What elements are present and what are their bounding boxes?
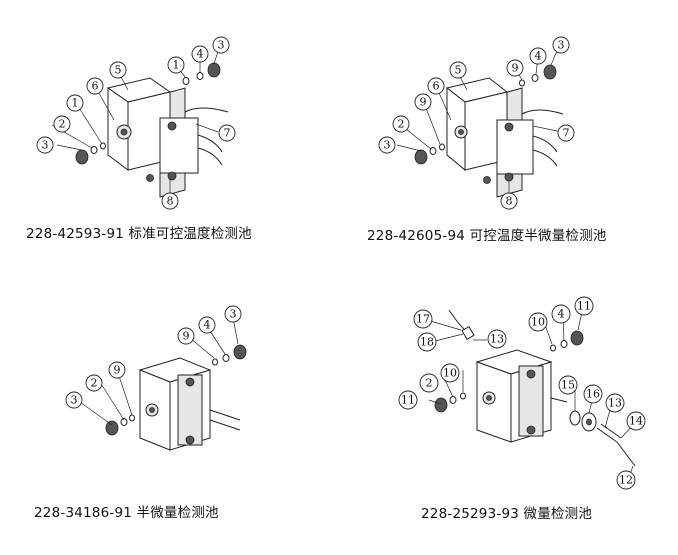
callout-10b: 10 (440, 363, 460, 383)
callout-16: 16 (583, 384, 603, 404)
svg-text:3: 3 (230, 308, 237, 321)
callouts-micro-cell: 17 18 13 10 4 11 11 2 10 15 16 13 14 12 (398, 296, 646, 490)
callout-9b: 9 (177, 327, 195, 345)
callout-7: 7 (557, 124, 575, 142)
exploded-view-standard-cell: 1 1 2 3 3 4 5 6 7 8 (36, 36, 236, 210)
exploded-view-semi-micro-temp-cell: 9 9 2 3 3 4 5 6 7 8 (378, 36, 575, 210)
callout-3a: 3 (378, 136, 396, 154)
svg-text:4: 4 (197, 48, 204, 61)
svg-text:9: 9 (420, 96, 427, 109)
callout-1b: 1 (167, 56, 185, 74)
callout-5: 5 (109, 61, 127, 79)
exploded-view-micro-cell: 17 18 13 10 4 11 11 2 10 15 16 13 14 12 (398, 296, 646, 490)
callout-3b: 3 (212, 36, 230, 54)
svg-text:8: 8 (167, 195, 174, 208)
callout-4: 4 (198, 316, 216, 334)
svg-text:17: 17 (416, 313, 430, 326)
callout-2: 2 (85, 374, 103, 392)
svg-text:9: 9 (512, 62, 519, 75)
svg-text:3: 3 (384, 139, 391, 152)
svg-text:10: 10 (443, 367, 457, 380)
svg-text:12: 12 (619, 474, 633, 487)
svg-text:8: 8 (506, 195, 513, 208)
diagram-panel-semi-micro-cell: 3 2 9 9 4 3 228-34186-91 半微量检测池 (0, 270, 339, 555)
callout-15: 15 (558, 375, 578, 395)
callout-8: 8 (161, 192, 179, 210)
callout-2: 2 (53, 115, 71, 133)
svg-text:18: 18 (420, 336, 434, 349)
callout-9b: 9 (506, 59, 524, 77)
svg-text:3: 3 (558, 39, 565, 52)
svg-text:9: 9 (183, 330, 190, 343)
callout-14: 14 (626, 411, 646, 431)
callout-10a: 10 (528, 312, 548, 332)
diagram-panel-micro-cell: 17 18 13 10 4 11 11 2 10 15 16 13 14 12 … (339, 270, 678, 555)
panel-caption: 228-42593-91 标准可控温度检测池 (26, 226, 252, 242)
svg-text:1: 1 (173, 59, 180, 72)
callout-9a: 9 (108, 361, 126, 379)
callout-1a: 1 (66, 94, 84, 112)
svg-text:7: 7 (563, 127, 570, 140)
exploded-view-semi-micro-cell: 3 2 9 9 4 3 (65, 305, 247, 451)
callout-6: 6 (86, 77, 104, 95)
svg-text:1: 1 (72, 97, 79, 110)
diagram-panel-standard-cell: 1 1 2 3 3 4 5 6 7 8 228-42593-91 标准可控温度检… (0, 0, 339, 270)
callout-3a: 3 (65, 391, 83, 409)
callout-4: 4 (551, 304, 571, 324)
svg-text:4: 4 (204, 319, 211, 332)
svg-text:11: 11 (401, 394, 415, 407)
callout-3a: 3 (36, 136, 54, 154)
callout-8: 8 (500, 192, 518, 210)
callout-11a: 11 (574, 296, 594, 316)
callout-6: 6 (427, 77, 445, 95)
svg-text:2: 2 (426, 377, 433, 390)
svg-text:11: 11 (577, 300, 591, 313)
nut-left (75, 149, 89, 165)
callout-9a: 9 (414, 93, 432, 111)
svg-text:4: 4 (558, 308, 565, 321)
callout-2: 2 (419, 373, 439, 393)
svg-text:2: 2 (398, 118, 405, 131)
callout-5: 5 (449, 61, 467, 79)
callout-3b: 3 (552, 36, 570, 54)
svg-text:3: 3 (71, 394, 78, 407)
diagram-panel-semi-micro-temp-cell: 9 9 2 3 3 4 5 6 7 8 228-42605-94 可控温度半微量… (339, 0, 678, 270)
callout-4: 4 (191, 45, 209, 63)
svg-text:13: 13 (490, 333, 504, 346)
svg-text:3: 3 (218, 39, 225, 52)
svg-text:15: 15 (561, 379, 575, 392)
panel-caption: 228-34186-91 半微量检测池 (34, 505, 219, 521)
svg-text:14: 14 (629, 415, 643, 428)
svg-text:2: 2 (91, 377, 98, 390)
svg-text:7: 7 (224, 127, 231, 140)
callout-13b: 13 (605, 393, 625, 413)
callouts-semi-micro-cell: 3 2 9 9 4 3 (65, 305, 242, 409)
callouts-standard-cell: 1 1 2 3 3 4 5 6 7 8 (36, 36, 236, 210)
svg-text:9: 9 (114, 364, 121, 377)
callout-4: 4 (529, 47, 547, 65)
svg-text:13: 13 (608, 397, 622, 410)
callout-11b: 11 (398, 390, 418, 410)
callout-12: 12 (616, 470, 636, 490)
callout-7: 7 (218, 124, 236, 142)
callout-3b: 3 (224, 305, 242, 323)
callouts-semi-micro-temp-cell: 9 9 2 3 3 4 5 6 7 8 (378, 36, 575, 210)
svg-text:3: 3 (42, 139, 49, 152)
callout-13a: 13 (487, 329, 507, 349)
svg-text:16: 16 (586, 388, 600, 401)
heater-housing (159, 117, 199, 174)
svg-text:6: 6 (92, 80, 99, 93)
svg-text:5: 5 (455, 64, 462, 77)
panel-caption: 228-25293-93 微量检测池 (421, 506, 593, 522)
svg-text:5: 5 (115, 64, 122, 77)
panel-caption: 228-42605-94 可控温度半微量检测池 (367, 228, 607, 244)
callout-2: 2 (392, 115, 410, 133)
callout-17: 17 (413, 309, 433, 329)
svg-text:10: 10 (531, 316, 545, 329)
svg-text:6: 6 (433, 80, 440, 93)
callout-18: 18 (417, 332, 437, 352)
nut-right (207, 62, 221, 78)
svg-text:4: 4 (535, 50, 542, 63)
svg-text:2: 2 (59, 118, 66, 131)
